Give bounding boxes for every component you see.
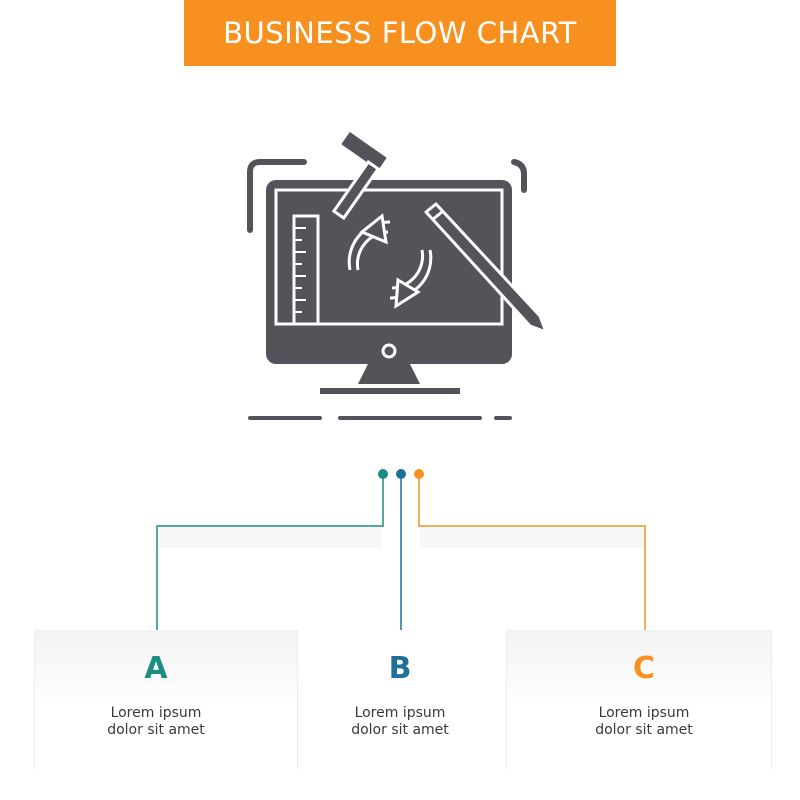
hammer-icon — [331, 129, 390, 221]
step-panel-a — [34, 630, 298, 770]
step-a-line1: Lorem ipsum — [110, 705, 202, 721]
step-c-description: Lorem ipsum dolor sit amet — [544, 705, 744, 739]
monitor-icon — [266, 180, 512, 364]
step-b-letter: B — [388, 651, 412, 686]
step-c-line1: Lorem ipsum — [598, 705, 690, 721]
step-b-line1: Lorem ipsum — [354, 705, 446, 721]
connector-a — [156, 474, 384, 636]
power-button-icon — [381, 343, 397, 359]
ruler-icon — [292, 214, 320, 326]
refresh-icon — [347, 213, 433, 309]
step-panel-c — [506, 630, 772, 770]
node-c-dot — [414, 469, 424, 479]
connector-c — [418, 474, 646, 636]
page-title: BUSINESS FLOW CHART — [223, 16, 577, 50]
node-a-dot — [378, 469, 388, 479]
step-c-line2: dolor sit amet — [595, 722, 693, 738]
step-a-description: Lorem ipsum dolor sit amet — [56, 705, 256, 739]
computer-design-icon — [247, 129, 548, 420]
step-a-letter: A — [144, 651, 168, 686]
bracket-left-icon — [247, 159, 307, 233]
pencil-icon — [424, 202, 548, 334]
bracket-right-icon — [511, 159, 527, 193]
title-banner: BUSINESS FLOW CHART — [184, 0, 616, 66]
step-b-description: Lorem ipsum dolor sit amet — [300, 705, 500, 739]
monitor-stand-icon — [358, 364, 420, 384]
node-b-dot — [396, 469, 406, 479]
screen-icon — [274, 188, 504, 326]
step-b-line2: dolor sit amet — [351, 722, 449, 738]
step-c-letter: C — [632, 651, 656, 686]
step-panel-b — [300, 630, 502, 770]
step-a-line2: dolor sit amet — [107, 722, 205, 738]
